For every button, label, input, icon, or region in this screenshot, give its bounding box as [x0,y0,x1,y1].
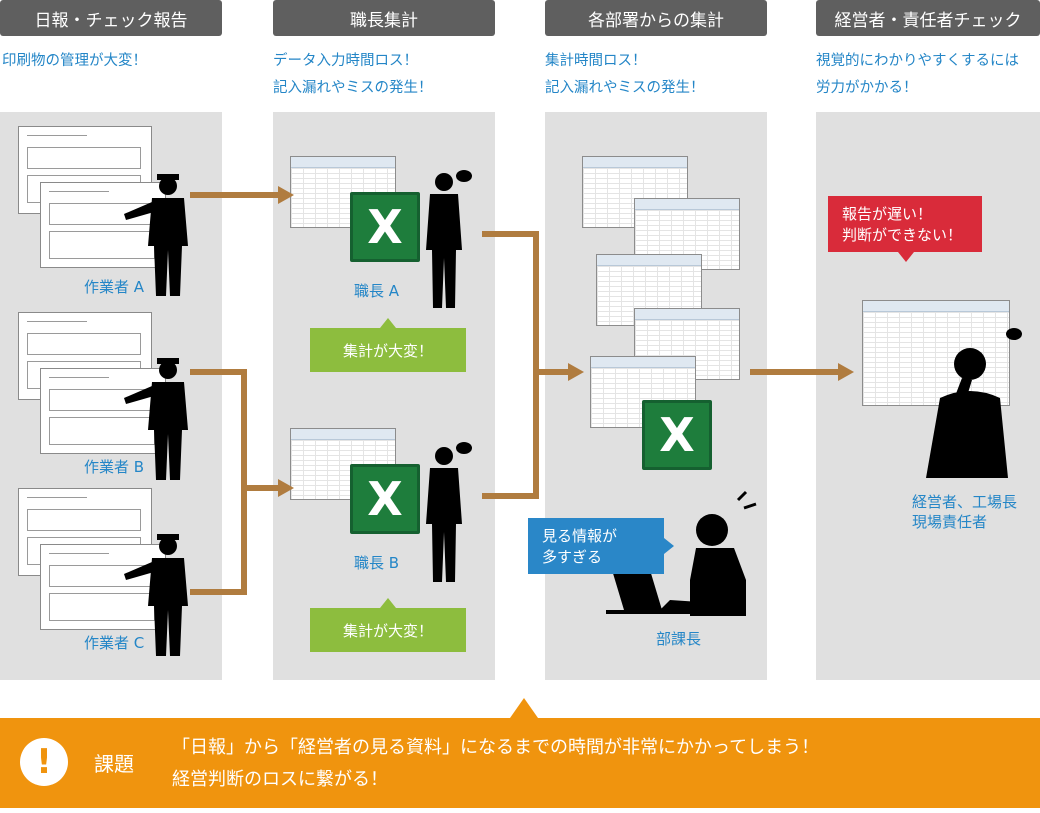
subtext-line: 印刷物の管理が大変！ [2,53,147,69]
callout-line: 判断ができない！ [842,226,963,244]
subtext-col4: 視覚的にわかりやすくするには 労力がかかる！ [816,48,1019,102]
issue-text-line: 「日報」から「経営者の見る資料」になるまでの時間が非常にかかってしまう！ [172,737,820,758]
manager-label: 部課長 [656,630,702,648]
warning-glyph: ! [36,742,52,782]
excel-letter: X [367,472,403,526]
excel-icon: X [642,400,712,470]
paper-document-icon [40,368,166,454]
issue-text-line: 経営判断のロスに繋がる！ [172,769,388,790]
callout-line: 見る情報が [542,527,618,545]
paper-document-icon [40,544,166,630]
arrow-foremen-to-department [482,231,584,499]
subtext-col1: 印刷物の管理が大変！ [2,48,147,75]
callout-pointer [898,252,914,262]
issue-text: 「日報」から「経営者の見る資料」になるまでの時間が非常にかかってしまう！ 経営判… [172,732,819,796]
subtext-line: 視覚的にわかりやすくするには [816,53,1019,69]
excel-letter: X [367,200,403,254]
callout-pointer [380,318,396,328]
foreman-a-silhouette [426,173,462,308]
excel-icon: X [350,192,420,262]
manager-callout: 見る情報が 多すぎる [528,518,674,574]
excel-letter: X [659,408,695,462]
foreman-a-label: 職長 A [354,282,400,300]
header-executive-check: 経営者・責任者チェック [816,0,1040,36]
issue-label: 課題 [94,752,134,776]
callout-pointer [380,598,396,608]
manager-at-laptop-silhouette [606,490,757,616]
callout-line: 多すぎる [542,548,603,566]
paper-document-icon [40,182,166,268]
worker-b-label: 作業者 B [84,458,145,476]
header-foreman-aggregation: 職長集計 [273,0,495,36]
issue-banner: ! 課題 「日報」から「経営者の見る資料」になるまでの時間が非常にかかってしまう… [0,698,1040,808]
subtext-line: 集計時間ロス！ [545,53,647,69]
header-department-aggregation: 各部署からの集計 [545,0,767,36]
callout-line: 報告が遅い！ [842,205,933,223]
arrow-worker-bc-to-foreman-b [190,369,294,595]
worker-c-label: 作業者 C [84,634,145,652]
arrow-worker-a-to-foreman-a [190,186,294,204]
header-daily-report: 日報・チェック報告 [0,0,222,36]
callout-text: 集計が大変！ [342,341,433,360]
subtext-line: 労力がかかる！ [816,80,918,96]
foreman-b-callout: 集計が大変！ [310,598,466,652]
subtext-col2: データ入力時間ロス！ 記入漏れやミスの発生！ [273,48,433,102]
subtext-line: 記入漏れやミスの発生！ [273,80,433,96]
executive-label: 経営者、工場長 現場責任者 [912,492,1017,532]
banner-pointer [510,698,538,718]
spreadsheet-thumbnail-large [862,300,1010,406]
callout-pointer [664,538,674,554]
subtext-line: 記入漏れやミスの発生！ [545,80,705,96]
spreadsheet-thumbnail [634,308,740,380]
thought-scribble-icon [456,170,1022,454]
foreman-a-callout: 集計が大変！ [310,318,466,372]
arrow-department-to-executive [750,363,854,381]
subtext-col3: 集計時間ロス！ 記入漏れやミスの発生！ [545,48,705,102]
foreman-b-silhouette [426,447,462,582]
callout-text: 集計が大変！ [342,621,433,640]
worker-a-label: 作業者 A [84,278,145,296]
executive-label-line: 経営者、工場長 [912,493,1018,511]
excel-icon: X [350,464,420,534]
executive-label-line: 現場責任者 [912,513,988,531]
executive-silhouette [926,348,1008,478]
subtext-line: データ入力時間ロス！ [273,53,418,69]
warning-icon: ! [20,738,68,786]
foreman-b-label: 職長 B [354,554,400,572]
executive-callout: 報告が遅い！ 判断ができない！ [828,196,982,262]
